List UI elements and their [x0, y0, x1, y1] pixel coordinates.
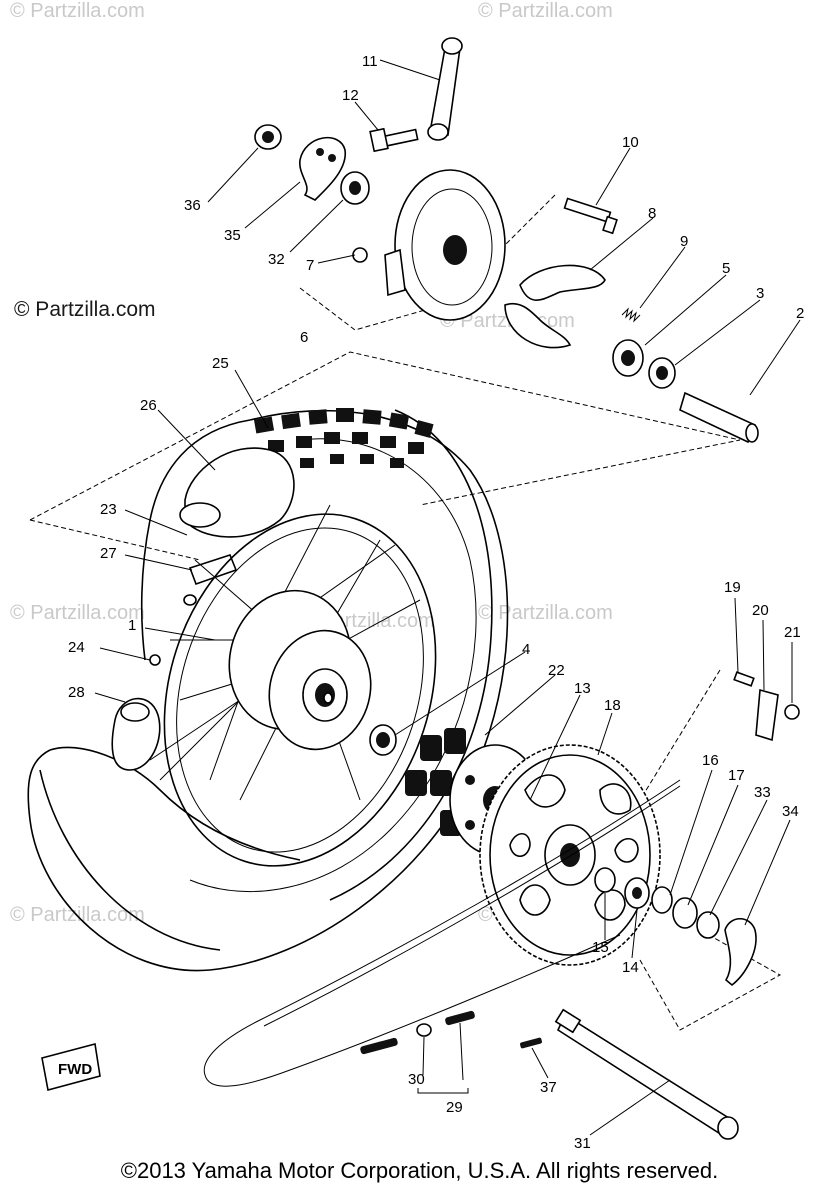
axle-nut: [254, 124, 282, 150]
tire: [27, 408, 509, 972]
part-label-20: 20: [752, 602, 769, 619]
nut-7: [352, 247, 368, 263]
part-label-28: 28: [68, 684, 85, 701]
copyright-notice: ©2013 Yamaha Motor Corporation, U.S.A. A…: [120, 1158, 719, 1183]
part-label-26: 26: [140, 397, 157, 414]
part-label-11: 11: [362, 53, 378, 70]
bearing-3: [648, 357, 676, 389]
brake-camshaft: [563, 197, 618, 235]
hub-spacers: [594, 867, 757, 987]
tire-tread: [253, 408, 434, 468]
spacer-2: [679, 391, 759, 444]
part-label-8: 8: [648, 205, 656, 222]
part-label-9: 9: [680, 233, 688, 250]
part-label-24: 24: [68, 639, 85, 656]
part-label-18: 18: [604, 697, 621, 714]
part-label-15: 15: [592, 939, 609, 956]
part-label-4: 4: [522, 641, 530, 658]
part-label-29: 29: [446, 1099, 463, 1116]
part-label-3: 3: [756, 285, 764, 302]
part-label-30: 30: [408, 1071, 425, 1088]
chain-puller-34: [724, 917, 757, 987]
watermark: © Partzilla.com: [10, 0, 145, 22]
chain-joint: [360, 1010, 475, 1055]
part-label-2: 2: [796, 305, 804, 322]
collar-15: [594, 867, 616, 893]
part-label-21: 21: [784, 624, 801, 641]
circlip-17: [672, 897, 698, 929]
part-label-13: 13: [574, 680, 591, 697]
brake-shoe-plate: [384, 169, 506, 321]
part-label-12: 12: [342, 87, 359, 104]
shoe-spring: [621, 307, 641, 323]
wheel-group-frame: [29, 351, 741, 521]
tube-valve: [183, 554, 238, 606]
watermark: © Partzilla.com: [478, 0, 613, 22]
part-label-31: 31: [574, 1135, 591, 1152]
fwd-indicator: FWD: [41, 1042, 101, 1091]
collar-33: [696, 911, 720, 939]
spoke-nipple: [149, 654, 161, 666]
fwd-label: FWD: [58, 1061, 92, 1078]
collar-32: [340, 171, 370, 205]
part-label-16: 16: [702, 752, 719, 769]
wheel-rim: [163, 513, 437, 867]
part-label-27: 27: [100, 545, 117, 562]
part-labels: 11 12 36 35 32 7 6 10 8 9 5 3 2 25 26 23…: [68, 53, 804, 1152]
part-label-5: 5: [722, 260, 730, 277]
part-label-1: 1: [128, 617, 136, 634]
part-label-36: 36: [184, 197, 201, 214]
part-label-25: 25: [212, 355, 229, 372]
rear-axle: [554, 1008, 739, 1140]
bearing-4: [369, 724, 397, 756]
part-label-14: 14: [622, 959, 639, 976]
part-label-37: 37: [540, 1079, 557, 1096]
sprocket-bolt-set: [733, 671, 800, 742]
part-label-6: 6: [300, 329, 308, 346]
rim-band: [179, 447, 295, 538]
part-label-10: 10: [622, 134, 639, 151]
part-label-34: 34: [782, 803, 799, 820]
brake-shoes: [504, 264, 606, 349]
sprocket-frame: [639, 929, 782, 1031]
oil-seal-5: [612, 339, 644, 377]
rear-hub: [228, 589, 372, 751]
leader-lines: [94, 59, 801, 1136]
part-label-17: 17: [728, 767, 745, 784]
chain-puller-35: [299, 136, 346, 201]
watermark-main: © Partzilla.com: [14, 298, 156, 321]
rim-lock: [111, 697, 161, 771]
part-label-19: 19: [724, 579, 741, 596]
part-label-23: 23: [100, 501, 117, 518]
part-label-32: 32: [268, 251, 285, 268]
part-label-35: 35: [224, 227, 241, 244]
drive-chain: [203, 779, 681, 1087]
part-label-7: 7: [306, 257, 314, 274]
watermark: © Partzilla.com: [10, 602, 145, 624]
watermark: © Partzilla.com: [478, 602, 613, 624]
part-label-33: 33: [754, 784, 771, 801]
cotter-pin: [520, 1037, 542, 1049]
rear-sprocket: [479, 744, 661, 966]
frame-edge: [29, 519, 201, 561]
oil-seal-16: [651, 886, 673, 914]
brake-arm: [427, 37, 463, 141]
part-label-22: 22: [548, 662, 565, 679]
arm-bolt: [369, 127, 419, 153]
